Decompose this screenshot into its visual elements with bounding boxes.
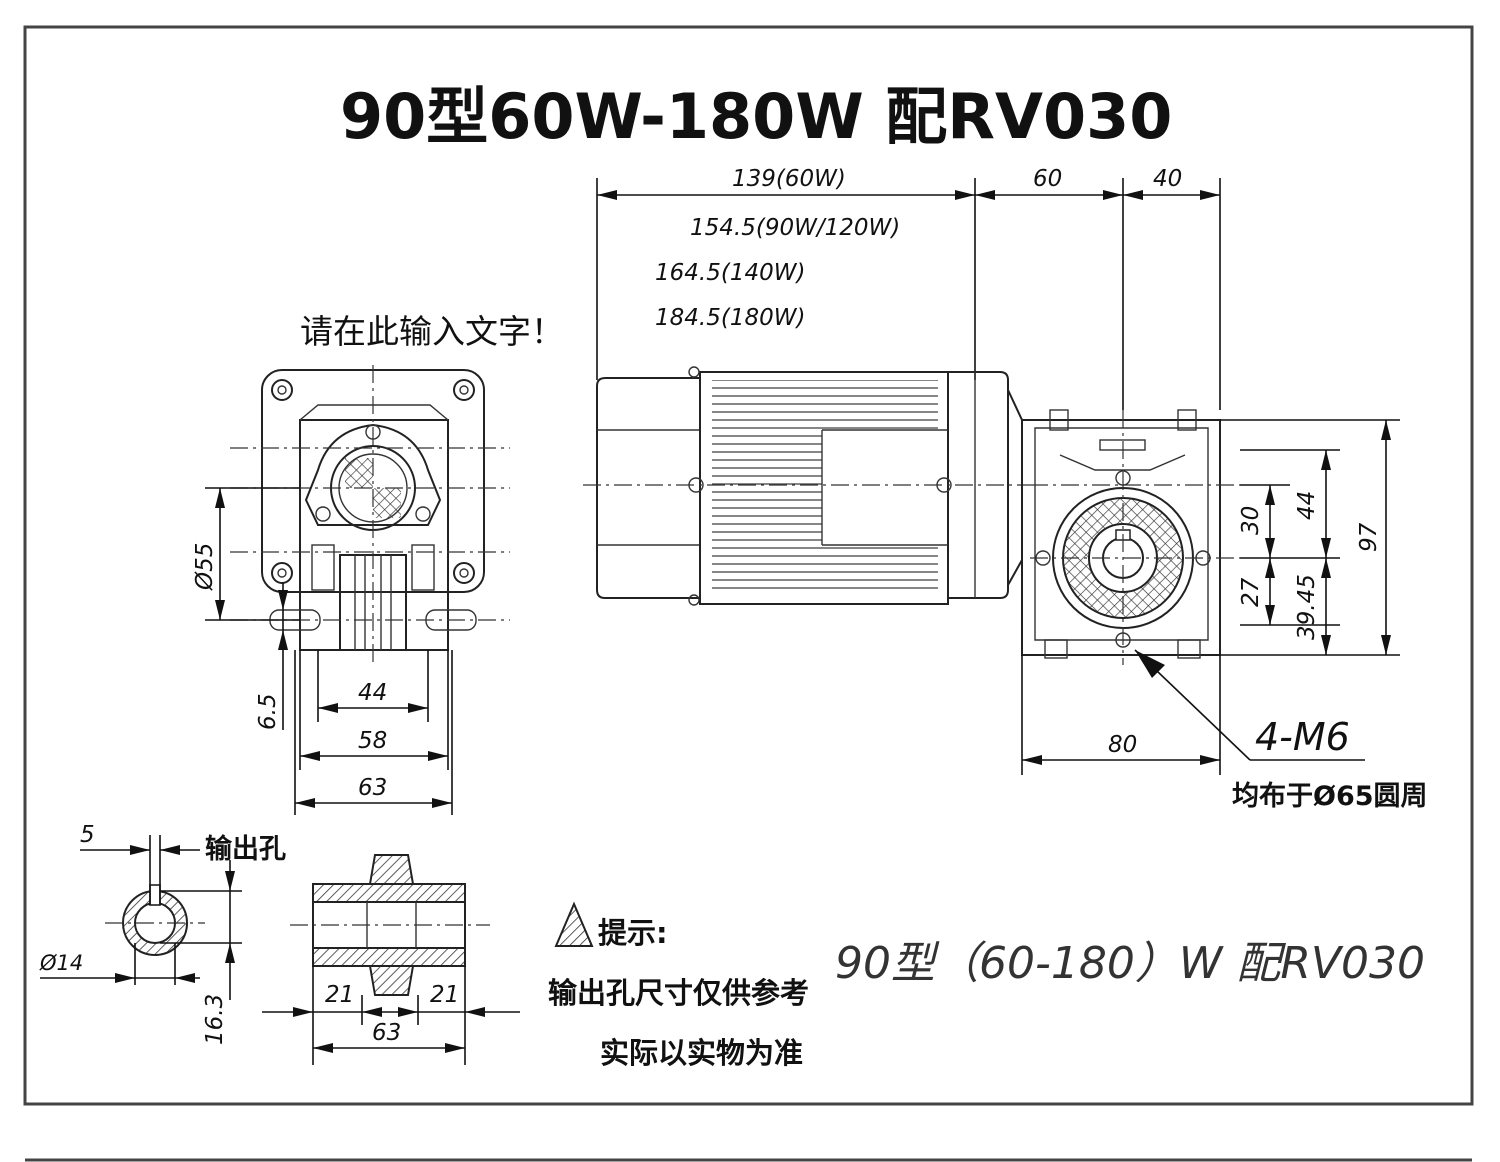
- dim-154-5: 154.5(90W/120W): [690, 215, 900, 241]
- dim-21-right: 21: [430, 982, 459, 1008]
- right-view-dimensions: 30 44 97 27 39.45 80 4-M6 均布于Ø65圆周: [1021, 419, 1428, 812]
- dim-27: 27: [1238, 577, 1264, 607]
- output-hole-label: 输出孔: [205, 833, 286, 865]
- bolt-spec: 4-M6: [1255, 715, 1350, 759]
- dim-phi14: Ø14: [39, 951, 83, 975]
- dim-30: 30: [1238, 506, 1264, 535]
- dim-63-front: 63: [358, 775, 387, 801]
- dim-5: 5: [80, 822, 95, 848]
- hint-line2: 实际以实物为准: [600, 1036, 803, 1070]
- dim-16-3: 16.3: [202, 994, 228, 1045]
- dim-44-right: 44: [1294, 491, 1320, 520]
- motor-side-view: [583, 366, 1030, 606]
- drawing-frame: [23, 25, 1474, 1106]
- hint-heading: 提示:: [598, 916, 668, 950]
- gearbox-right-view: [1021, 409, 1240, 665]
- dim-39-45: 39.45: [1294, 574, 1320, 640]
- bolt-note: 均布于Ø65圆周: [1232, 781, 1428, 812]
- shaft-section-view: 21 21 63: [262, 854, 520, 1065]
- front-view-dimensions: Ø55 6.5 44 58 63: [192, 487, 453, 815]
- dim-21-left: 21: [325, 982, 354, 1008]
- warning-triangle-icon: [554, 901, 594, 947]
- dim-58: 58: [358, 728, 387, 754]
- hint-line1: 输出孔尺寸仅供参考: [548, 976, 809, 1010]
- top-dimensions: 139(60W) 154.5(90W/120W) 164.5(140W) 184…: [596, 166, 1221, 410]
- dim-60: 60: [1033, 166, 1062, 192]
- dim-97: 97: [1356, 522, 1382, 552]
- dim-63-shaft: 63: [372, 1020, 401, 1046]
- dim-44-front: 44: [358, 680, 387, 706]
- drawing-title: 90型60W-180W 配RV030: [340, 80, 1172, 153]
- dim-184-5: 184.5(180W): [655, 305, 805, 331]
- output-hole-view: 5 输出孔 16.3 Ø14: [39, 822, 286, 1045]
- dim-164-5: 164.5(140W): [655, 260, 805, 286]
- drawing-subtitle: 90型（60-180）W 配RV030: [835, 938, 1425, 989]
- hint-block: 提示: 输出孔尺寸仅供参考 实际以实物为准: [548, 901, 809, 1070]
- dim-6-5: 6.5: [255, 693, 281, 730]
- dim-phi55: Ø55: [192, 543, 218, 591]
- dim-40: 40: [1153, 166, 1182, 192]
- dim-139-60w: 139(60W): [732, 166, 846, 192]
- dim-80: 80: [1108, 732, 1137, 758]
- placeholder-note: 请在此输入文字！: [300, 312, 564, 351]
